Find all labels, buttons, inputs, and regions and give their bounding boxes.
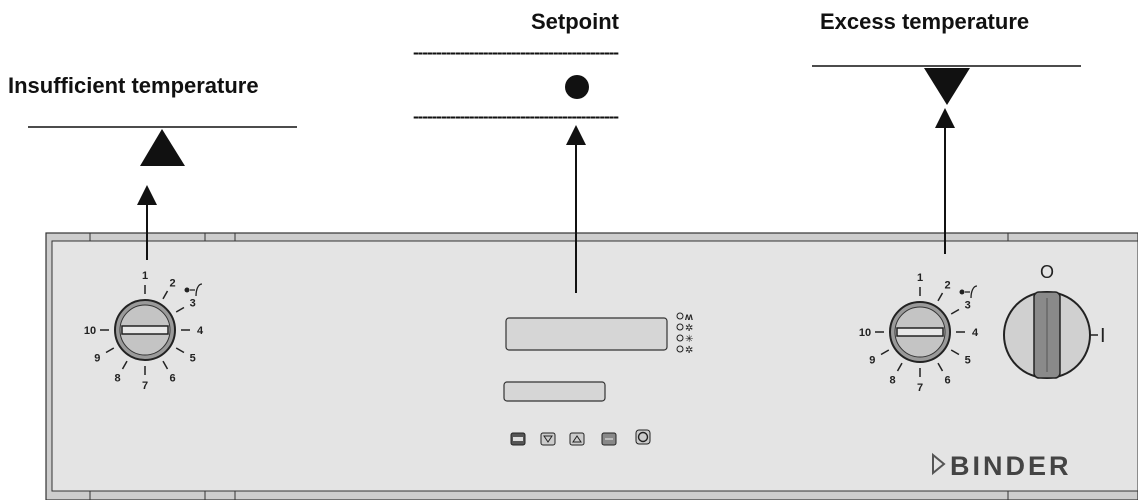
- switch-on-label: I: [1100, 325, 1106, 347]
- setpoint-upper-dashes: ----------------------------------------…: [413, 43, 619, 62]
- triangle-up-icon: [140, 129, 185, 166]
- dial-number: 10: [859, 327, 871, 339]
- dial-number: 9: [94, 353, 100, 365]
- fan-alt-icon: ✲: [676, 345, 693, 356]
- dial-number: 7: [142, 380, 148, 392]
- dial-tick: [121, 360, 128, 370]
- dial-number: 2: [944, 279, 950, 291]
- svg-text:✲: ✲: [685, 323, 693, 334]
- thermostat-icon: [184, 283, 203, 297]
- triangle-down-icon: [924, 68, 970, 105]
- dial-number: 2: [169, 277, 175, 289]
- dial-number: 3: [190, 298, 196, 310]
- dial-tick: [896, 362, 903, 372]
- dial-tick: [175, 306, 185, 313]
- dial-number: 7: [917, 382, 923, 394]
- dial-number: 4: [197, 325, 204, 337]
- up-key[interactable]: [569, 432, 585, 446]
- setpoint-label: Setpoint: [531, 9, 619, 34]
- setpoint-dot-icon: [565, 75, 589, 99]
- dial-tick: [105, 347, 115, 354]
- exit-key[interactable]: [510, 432, 526, 446]
- main-display: [505, 317, 668, 351]
- dial-number: 5: [190, 353, 196, 365]
- dial-tick: [162, 360, 169, 370]
- dial-tick: [880, 349, 890, 356]
- secondary-display: [503, 381, 606, 402]
- brand-logo: BINDER: [950, 451, 1072, 481]
- svg-text:✲: ✲: [685, 345, 693, 356]
- excess-temperature-label: Excess temperature: [820, 9, 1030, 34]
- switch-off-label: O: [1040, 262, 1054, 282]
- dial-number: 4: [972, 327, 979, 339]
- setpoint-lower-dashes: ----------------------------------------…: [413, 107, 619, 126]
- dial-number: 10: [84, 325, 96, 337]
- set-key[interactable]: [601, 432, 617, 446]
- insufficient-temperature-label: Insufficient temperature: [8, 73, 259, 98]
- insufficient-temperature-dial[interactable]: 1 2 3 4 5 6 7 8 9 10: [84, 270, 204, 392]
- status-indicators: ʍ ✲ ✳ ✲: [676, 312, 693, 356]
- fan-icon: ✲: [676, 323, 693, 334]
- dial-number: 8: [114, 373, 120, 385]
- dial-number: 6: [944, 375, 950, 387]
- svg-text:ʍ: ʍ: [684, 312, 693, 323]
- dial-tick: [162, 290, 169, 300]
- dial-number: 5: [965, 355, 971, 367]
- excess-temperature-dial[interactable]: 1 2 3 4 5 6 7 8 9 10: [859, 272, 979, 394]
- power-key[interactable]: [635, 429, 651, 445]
- dial-number: 1: [917, 272, 923, 284]
- dial-number: 6: [169, 373, 175, 385]
- dial-tick: [937, 292, 944, 302]
- thermostat-icon: [959, 285, 978, 299]
- down-key[interactable]: [540, 432, 556, 446]
- heating-icon: ʍ: [676, 312, 693, 323]
- dial-tick: [175, 347, 185, 354]
- cooling-icon: ✳: [676, 334, 693, 345]
- dial-number: 3: [965, 300, 971, 312]
- svg-text:✳: ✳: [685, 334, 693, 345]
- dial-tick: [937, 362, 944, 372]
- main-power-switch[interactable]: [1003, 291, 1091, 379]
- binder-logo-icon: [932, 452, 946, 476]
- dial-number: 8: [889, 375, 895, 387]
- dial-tick: [950, 349, 960, 356]
- control-panel-face: [51, 240, 1138, 492]
- dial-number: 9: [869, 355, 875, 367]
- dial-tick: [950, 308, 960, 315]
- dial-number: 1: [142, 270, 148, 282]
